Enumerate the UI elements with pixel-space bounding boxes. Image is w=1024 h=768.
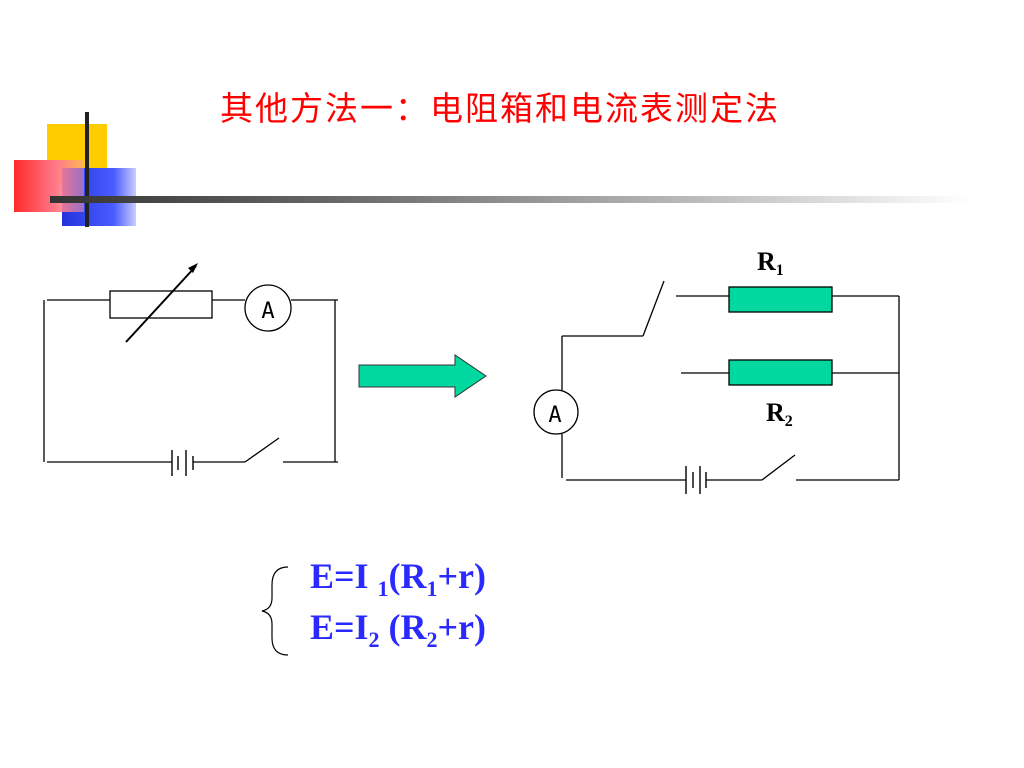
r2-label: R2 — [766, 398, 793, 430]
right-battery — [685, 466, 707, 494]
equation-2: E=I2 (R2+r) — [310, 607, 487, 653]
equation-brace — [261, 566, 289, 656]
right-circuit — [561, 280, 900, 481]
left-ammeter — [244, 284, 292, 332]
resistor-r1 — [728, 286, 833, 313]
right-ammeter-label: A — [548, 403, 561, 428]
left-battery — [171, 450, 194, 476]
deco-red-square — [14, 160, 84, 212]
deco-horizontal-rule — [50, 196, 970, 203]
right-ammeter — [533, 389, 579, 435]
resistor-r2 — [728, 359, 833, 386]
rheostat-body — [109, 290, 213, 319]
left-ammeter-label: A — [261, 299, 274, 324]
page-title: 其他方法一：电阻箱和电流表测定法 — [220, 89, 780, 128]
r1-label: R1 — [757, 247, 784, 279]
rheostat-arrow-head — [188, 263, 198, 273]
transform-arrow — [358, 354, 487, 398]
deco-vertical-line — [85, 112, 89, 227]
equation-1: E=I 1(R1+r) — [310, 556, 487, 602]
rheostat-arrow-shaft — [125, 265, 197, 343]
left-circuit — [43, 299, 338, 463]
